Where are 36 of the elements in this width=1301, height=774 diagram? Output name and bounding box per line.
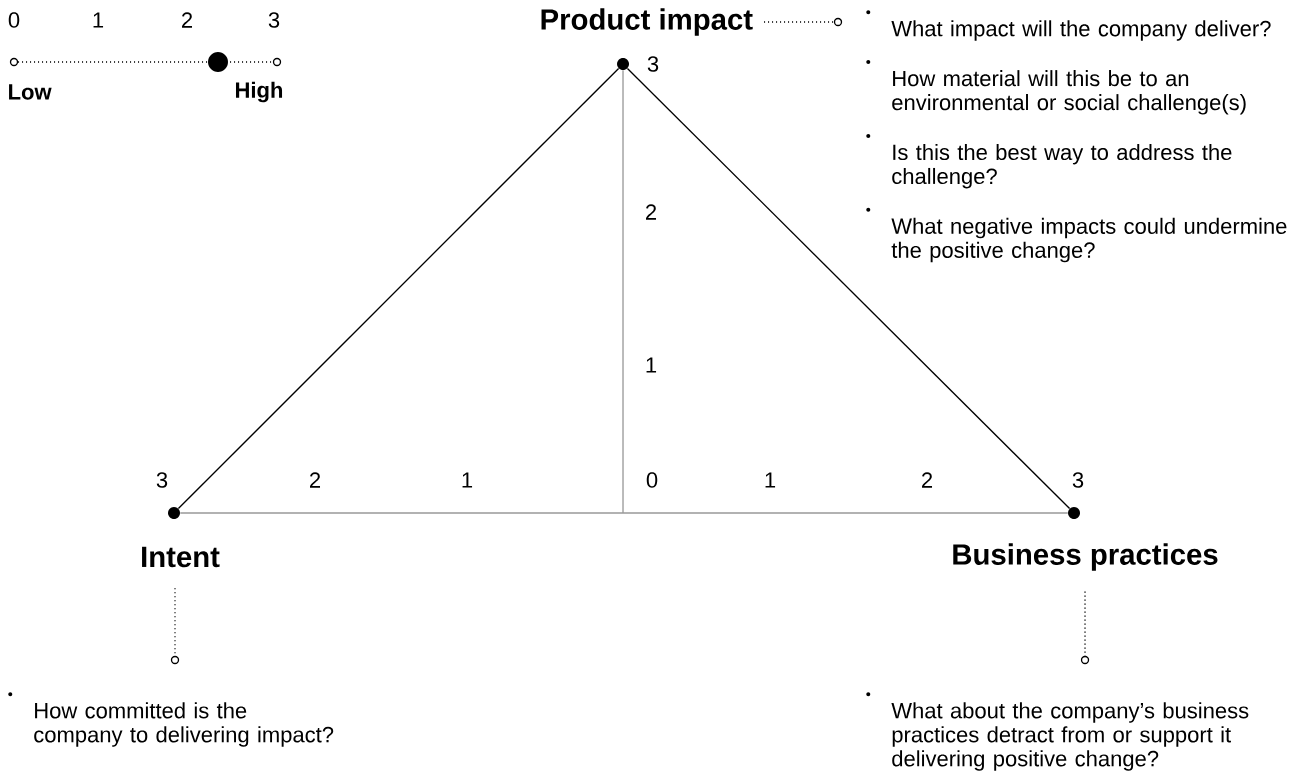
bullet-list: What impact will the company deliver? How material will this be to an environmental or social challenge(s) Is this the best way to address the challenge? What negative impacts could undermine the positive change? xyxy=(866,10,1287,263)
axis-number: 2 xyxy=(922,472,932,488)
axis-number: 0 xyxy=(646,472,658,488)
node-label: How committed is the company to delivering impact? xyxy=(34,702,334,747)
axis-number: 3 xyxy=(1072,472,1084,488)
axis-number: 1 xyxy=(646,357,657,373)
axis-number: 1 xyxy=(765,472,776,488)
scale-label: High xyxy=(236,81,283,103)
end-ring xyxy=(1080,655,1090,665)
node-label: What negative impacts could undermine the positive change? xyxy=(891,217,1287,263)
scale-number: 3 xyxy=(268,12,280,28)
node-label: How material will this be to an environmental or social challenge(s) xyxy=(892,70,1246,115)
axis-number: 3 xyxy=(156,472,168,488)
node-label: What impact will the company deliver? xyxy=(891,20,1271,41)
axis-title: Product impact xyxy=(541,8,753,36)
triangle-side xyxy=(179,512,1069,514)
scale-label: Low xyxy=(9,84,52,100)
axis-number: 2 xyxy=(646,204,656,220)
leader-line xyxy=(763,21,835,23)
end-ring xyxy=(833,17,843,27)
node-label: Is this the best way to address the challenge? xyxy=(892,143,1232,189)
scale-number: 0 xyxy=(8,12,20,28)
bullet-list: What about the company’s business practices detract from or support it delivering positive change? xyxy=(866,692,1249,771)
triangle-side xyxy=(626,67,1071,510)
axis-line xyxy=(622,69,624,514)
triangle-side xyxy=(177,67,620,510)
end-ring xyxy=(170,655,180,665)
axis-number: 1 xyxy=(462,472,473,488)
bullet-list: How committed is the company to delivering impact? xyxy=(8,692,334,747)
scale-number: 2 xyxy=(182,12,192,28)
node-label: What about the company’s business practices detract from or support it delivering positive change? xyxy=(891,702,1249,771)
axis-number: 2 xyxy=(310,472,320,488)
axis-number: 3 xyxy=(647,56,659,72)
scale-number: 1 xyxy=(93,12,104,28)
axis-title: Business practices xyxy=(953,543,1218,571)
axis-title: Intent xyxy=(142,546,220,568)
